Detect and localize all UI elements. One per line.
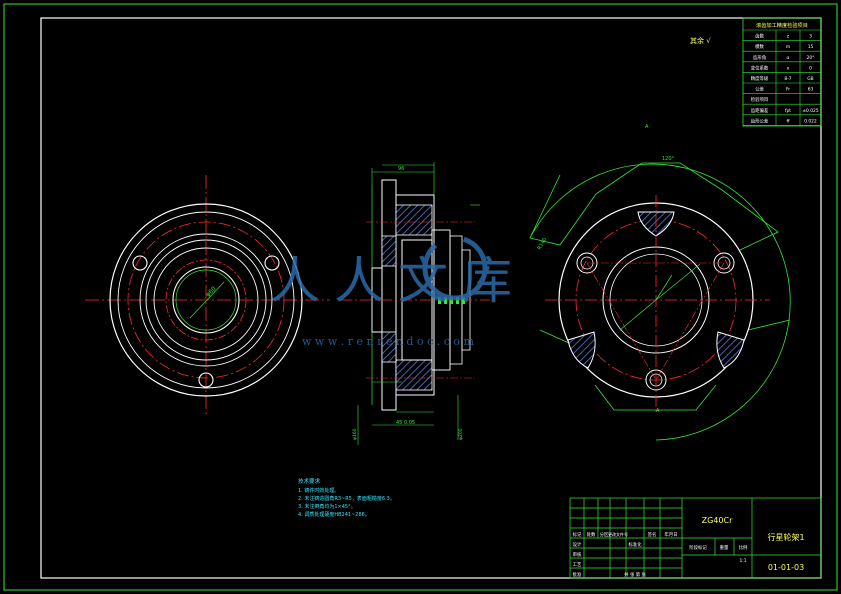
svg-text:R140: R140 — [537, 237, 549, 251]
gear-table-cell: 齿形公差 — [751, 117, 769, 124]
gear-table-cell: ff — [786, 118, 790, 124]
roughness-note: 其余 √ — [690, 36, 711, 45]
gear-table-cell: 精度等级 — [751, 75, 769, 82]
gear-table-cell: 公差 — [755, 86, 764, 93]
tech-item-4: 4. 调质处理硬度HB241~286。 — [298, 511, 370, 518]
tb-scale-value: 1:1 — [739, 558, 746, 564]
svg-text:φ60: φ60 — [204, 285, 217, 298]
svg-text:φ160: φ160 — [352, 428, 358, 440]
tb-r1: 审核 — [573, 551, 582, 558]
svg-text:96: 96 — [398, 166, 404, 172]
tb-weight: 重量 — [720, 544, 729, 551]
section-view: 96 45 0.05 φ160 φ200 — [340, 162, 490, 445]
svg-text:120°: 120° — [662, 156, 675, 162]
gear-table-cell: 15 — [808, 44, 814, 50]
svg-text:A: A — [645, 124, 649, 130]
outer-border — [3, 3, 838, 591]
watermark: 人人文库 w w w . r e n r e n d o c . c o m — [270, 235, 526, 348]
gear-table-cell: 齿形角 — [753, 54, 766, 61]
gear-table-title: 滚齿加工精度检验项目 — [756, 21, 808, 29]
tech-item-3: 3. 未注倒角均为1×45°。 — [298, 503, 356, 510]
gear-table-cell: α — [787, 56, 790, 61]
watermark-brand: 人人文库 — [270, 252, 526, 310]
gear-table-cell: 20° — [807, 55, 815, 61]
gear-table-cell: 变位系数 — [751, 64, 769, 71]
tech-item-2: 2. 未注铸造圆角R3~R5，表面粗糙度6.3。 — [298, 495, 395, 502]
technical-requirements: 技术要求 1. 铸件时效处理。 2. 未注铸造圆角R3~R5，表面粗糙度6.3。… — [298, 477, 395, 518]
tb-h5: 年月日 — [664, 531, 677, 538]
title-block — [569, 497, 822, 579]
tb-h0: 标记 — [573, 531, 582, 538]
svg-text:φ200: φ200 — [458, 428, 464, 440]
tb-h2: 分区 — [600, 531, 609, 538]
part-name: 行星轮架1 — [767, 532, 804, 542]
gear-table-cell: 模数 — [755, 43, 764, 50]
tb-h3: 更改文件号 — [608, 531, 628, 537]
tb-sheet: 共 张 第 张 — [624, 571, 646, 578]
gear-table-cell: 齿距偏差 — [751, 107, 769, 114]
tb-standardization: 标准化 — [628, 541, 642, 548]
side-view: 120° R140 A A — [529, 124, 791, 441]
gear-table-cell: x — [787, 66, 790, 71]
gear-table-cell: 检验项目 — [751, 96, 769, 103]
gear-table-cell: Fr — [786, 87, 790, 93]
gear-table-cell: 0 — [809, 65, 812, 71]
material: ZG40Cr — [702, 516, 733, 525]
tech-item-1: 1. 铸件时效处理。 — [298, 487, 339, 494]
tech-title: 技术要求 — [298, 477, 321, 485]
gear-parameter-table: 滚齿加工精度检验项目 齿数 z 3 模数 m 15 齿形角 α 20° 变位系数 x 0 精度等级 8-7… — [742, 17, 822, 127]
drawing-number: 01-01-03 — [768, 563, 804, 572]
gear-table-cell: fpt — [785, 108, 791, 114]
title-block-text: 标记 处数 分区 更改文件号 签名 年月日 设计 审核 工艺 批准 标准化 共 … — [573, 516, 805, 578]
gear-table-cell: ±0.025 — [802, 108, 818, 114]
gear-table-cell: 8-7 — [784, 76, 791, 82]
gear-table-cell: 63 — [808, 87, 814, 93]
gear-table-cell: z — [787, 35, 790, 40]
inner-border — [40, 17, 822, 579]
tb-h4: 签名 — [648, 531, 657, 538]
gear-table-cell: GB — [807, 76, 813, 82]
gear-table-cell: 0.022 — [804, 118, 817, 124]
tb-r3: 批准 — [573, 571, 582, 578]
svg-text:A: A — [656, 408, 660, 414]
watermark-url: w w w . r e n r e n d o c . c o m — [302, 335, 474, 348]
tb-stage: 阶段标记 — [689, 544, 707, 551]
svg-text:45 0.05: 45 0.05 — [396, 420, 415, 426]
gear-table-cell: 齿数 — [755, 33, 764, 40]
tb-r0: 设计 — [573, 541, 582, 548]
gear-table-cell: m — [786, 45, 790, 50]
tb-scale-label: 比例 — [739, 544, 748, 551]
gear-table-cell: 3 — [809, 34, 812, 40]
tb-r2: 工艺 — [573, 562, 582, 568]
tb-h1: 处数 — [587, 531, 596, 538]
